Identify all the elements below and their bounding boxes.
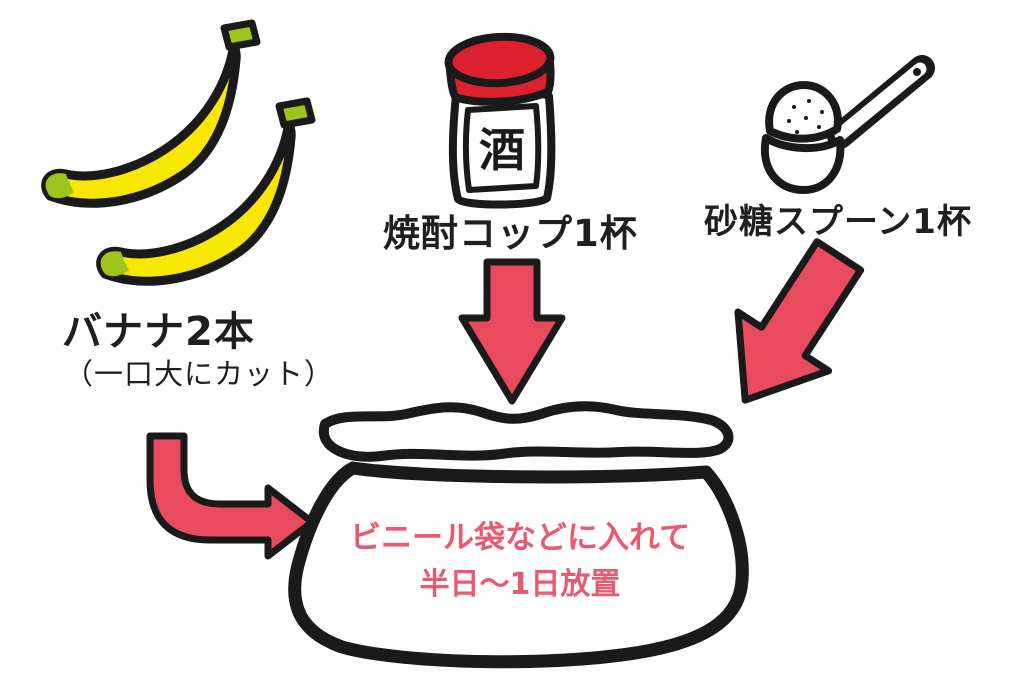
spoon-bowl bbox=[760, 134, 845, 194]
spoon-handle-hole bbox=[913, 68, 921, 76]
bag-opening bbox=[318, 401, 734, 462]
sugar-mound bbox=[765, 81, 842, 143]
elbow-arrow-icon bbox=[146, 432, 316, 560]
bag-instruction-line1: ビニール袋などに入れて bbox=[349, 520, 691, 556]
bag-instruction-line2: 半日〜1日放置 bbox=[419, 566, 621, 602]
two-bananas-icon bbox=[46, 23, 312, 281]
sugar-amount-label: 砂糖スプーン1杯 bbox=[704, 202, 972, 242]
shochu-bottle-icon: 酒 bbox=[444, 32, 556, 209]
bottle-cap-top bbox=[444, 32, 555, 88]
banana-1 bbox=[46, 23, 257, 203]
bottle-label-panel bbox=[462, 103, 542, 193]
sugar-grains bbox=[787, 99, 824, 134]
banana-amount-label: バナナ2本 bbox=[62, 309, 255, 355]
sugar-spoon-icon bbox=[760, 55, 935, 194]
banana-cut-note: （一口大にカット） bbox=[64, 357, 335, 391]
plastic-bag-icon bbox=[288, 401, 749, 669]
bag-body bbox=[288, 461, 749, 669]
spoon-handle bbox=[834, 62, 927, 141]
diagonal-arrow-icon bbox=[734, 238, 865, 404]
down-arrow-icon bbox=[458, 258, 566, 405]
bottle-label-character: 酒 bbox=[479, 123, 525, 177]
shochu-amount-label: 焼酎コップ1杯 bbox=[383, 212, 638, 255]
bag-instruction-text: ビニール袋などに入れて 半日〜1日放置 bbox=[330, 515, 710, 607]
bottle-cap bbox=[444, 32, 555, 106]
